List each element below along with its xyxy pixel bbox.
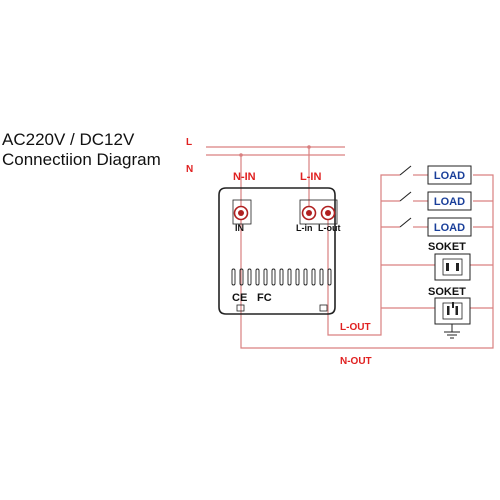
terminal-l-out xyxy=(320,205,336,221)
terminal-l-in xyxy=(301,205,317,221)
junction-dots xyxy=(239,145,311,157)
vent-slots xyxy=(231,268,332,286)
terminal-label-l-in: L-in xyxy=(296,223,313,233)
device-body: IN L-in L-out CE FC xyxy=(218,187,341,315)
n-out-wire xyxy=(240,174,494,349)
load-label-2: LOAD xyxy=(434,196,465,208)
switch-3 xyxy=(399,217,412,228)
ce-mark: CE xyxy=(232,292,247,304)
device-outline xyxy=(218,187,336,315)
socket-1: SOKET xyxy=(428,241,471,281)
socket-label-2: SOKET xyxy=(428,286,466,298)
switch-2 xyxy=(399,191,412,202)
ground-icon xyxy=(444,324,460,339)
load-3: LOAD xyxy=(427,217,472,237)
socket-2: SOKET xyxy=(428,286,471,325)
load-2: LOAD xyxy=(427,191,472,211)
load-label-3: LOAD xyxy=(434,222,465,234)
socket-label-1: SOKET xyxy=(428,241,466,253)
diagram-title-line2: Connectiion Diagram xyxy=(2,150,161,169)
label-n-in: N-IN xyxy=(233,171,256,183)
l-out-wire xyxy=(327,174,400,336)
label-l-in: L-IN xyxy=(300,171,321,183)
label-n: N xyxy=(186,164,193,175)
load-1: LOAD xyxy=(427,165,472,185)
wires xyxy=(206,146,494,349)
label-l-out: L-OUT xyxy=(340,322,371,333)
junction-l xyxy=(307,145,311,149)
label-n-out: N-OUT xyxy=(340,356,372,367)
switch-1 xyxy=(399,165,412,176)
terminal-in xyxy=(233,205,249,221)
load-label-1: LOAD xyxy=(434,170,465,182)
label-l: L xyxy=(186,137,192,148)
terminal-block-right xyxy=(299,199,338,225)
terminal-label-l-out: L-out xyxy=(318,223,341,233)
junction-n xyxy=(239,153,243,157)
diagram-title-line1: AC220V / DC12V xyxy=(2,130,135,149)
fc-mark: FC xyxy=(257,292,272,304)
switches xyxy=(399,165,412,228)
mounting-screws xyxy=(236,304,328,312)
terminal-label-in: IN xyxy=(235,223,244,233)
terminal-block-left xyxy=(232,199,252,225)
